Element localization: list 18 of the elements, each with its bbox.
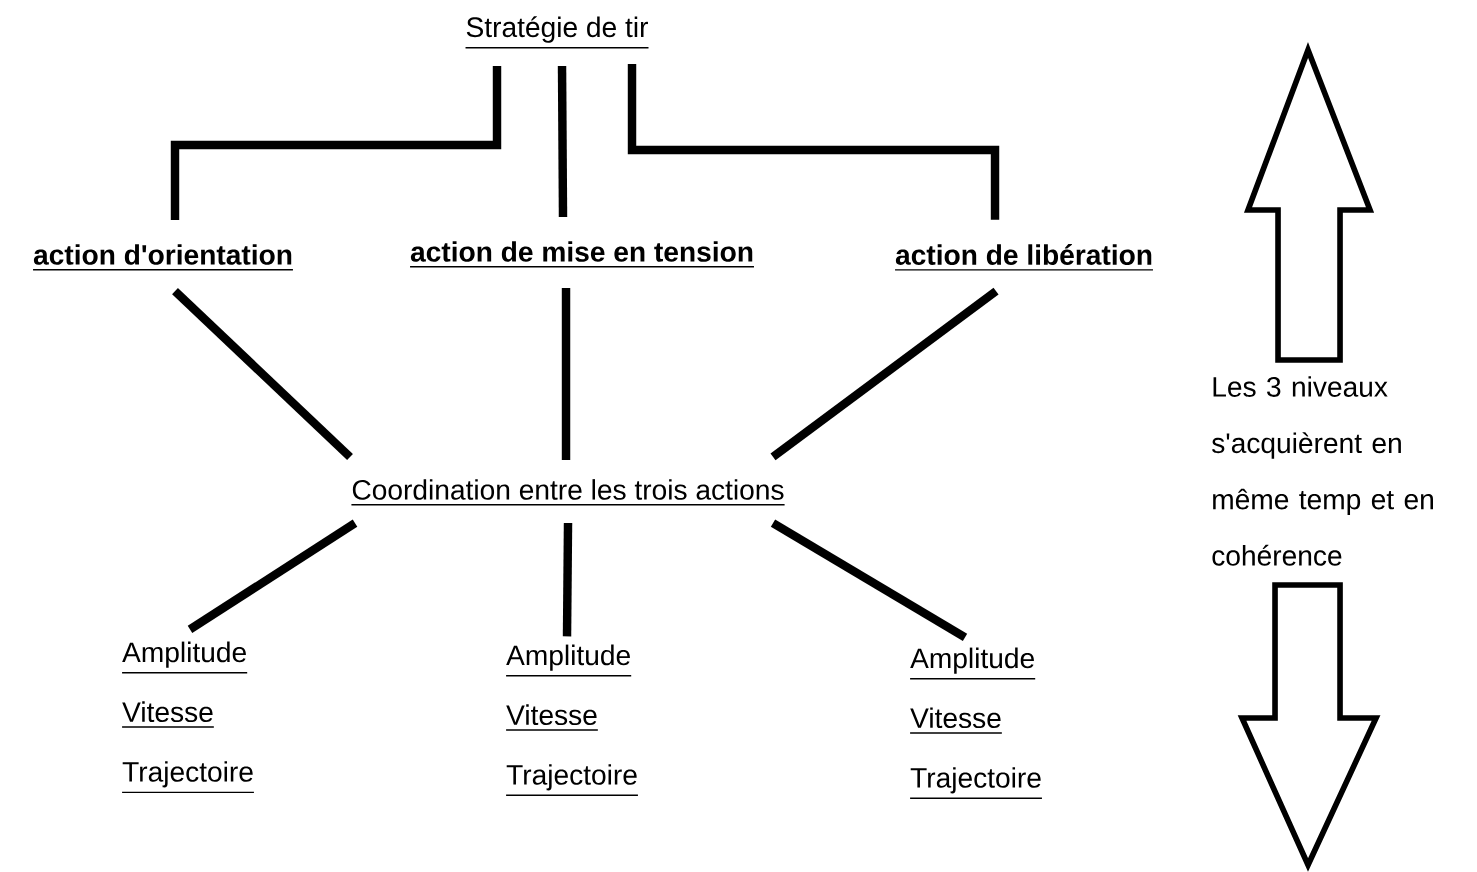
connector-line [627, 64, 1000, 220]
node-label: action de mise en tension [409, 241, 755, 268]
node-label: action d'orientation [32, 244, 294, 271]
node-label: Coordination entre les trois actions [350, 479, 786, 506]
connector-line [770, 519, 968, 641]
connector-line [187, 519, 358, 633]
connector-line [170, 66, 502, 220]
connector-line [557, 66, 568, 217]
connector-line [562, 523, 573, 637]
connector-line [172, 288, 353, 460]
node-label: Stratégie de tir [464, 16, 650, 49]
connector-line [561, 288, 571, 460]
note-text: Les 3 niveaux s'acquièrent en même temp et en cohérence [1212, 376, 1433, 566]
node-label: action de libération [894, 244, 1154, 271]
connector-line [770, 287, 999, 461]
word-list: Amplitude Vitesse Trajectoire [909, 647, 1043, 800]
word-list: Amplitude Vitesse Trajectoire [505, 644, 639, 797]
word-list: Amplitude Vitesse Trajectoire [121, 641, 255, 794]
